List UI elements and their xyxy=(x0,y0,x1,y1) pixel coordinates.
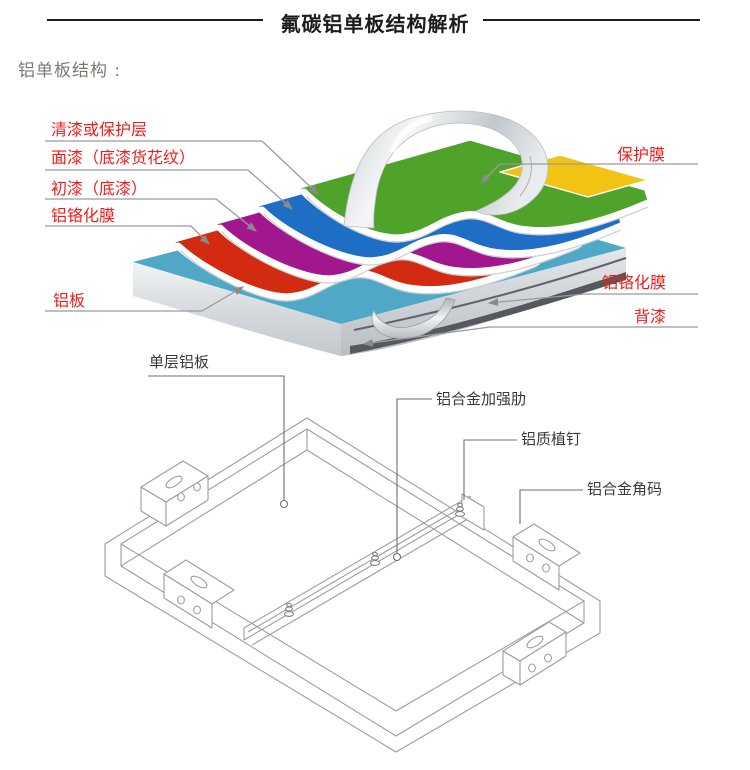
stud-1 xyxy=(283,602,295,617)
leader-rib xyxy=(396,398,432,553)
leader-primer-arrow xyxy=(215,198,258,232)
section-label: 铝单板结构 : xyxy=(18,61,122,81)
label-protective-film: 保护膜 xyxy=(617,145,666,164)
label-aluminium-plate: 铝板 xyxy=(53,291,86,310)
frame-leaders xyxy=(148,375,583,562)
tray-wall-verticals xyxy=(120,429,585,623)
label-top-coat: 面漆（底漆货花纹） xyxy=(51,148,196,167)
label-corner-bracket: 铝合金角码 xyxy=(587,480,663,498)
chromate-edge-line xyxy=(353,257,627,331)
leader-film-arrow xyxy=(480,163,501,184)
label-back-paint: 背漆 xyxy=(634,307,667,326)
leader-chromate-right-arrow xyxy=(487,293,586,307)
layer-stack-art xyxy=(133,110,652,356)
label-aluminium-stud: 铝质植钉 xyxy=(521,430,582,448)
tray-silhouette xyxy=(104,417,601,753)
corner-bracket-1 xyxy=(140,460,209,527)
leader-bracket xyxy=(519,489,583,524)
label-primer: 初漆（底漆） xyxy=(51,179,148,198)
backpaint-curl xyxy=(371,297,456,340)
leader-single-plate xyxy=(148,375,285,500)
leader-chromate-arrow xyxy=(190,225,210,245)
title-rule-left xyxy=(47,19,263,21)
leader-stud xyxy=(463,439,517,500)
label-chromate-film-left: 铝铬化膜 xyxy=(51,206,116,225)
peel-curl-blue xyxy=(258,206,625,265)
film-roll-line xyxy=(519,155,533,197)
leader-clearcoat-arrow xyxy=(261,140,319,195)
frame-art xyxy=(104,417,601,753)
corner-bracket-3 xyxy=(512,523,581,591)
page-title: 氟碳铝单板结构解析 xyxy=(280,12,470,36)
film-highlight xyxy=(389,115,433,154)
corner-bracket-2 xyxy=(163,559,235,629)
page-header: 氟碳铝单板结构解析 xyxy=(0,0,750,44)
leader-topcoat-arrow xyxy=(247,169,293,210)
layer-leaders xyxy=(45,140,698,347)
label-clear-coat: 清漆或保护层 xyxy=(51,120,148,139)
corner-bracket-4 xyxy=(502,621,567,686)
peel-curl-green xyxy=(300,188,652,242)
label-single-layer-plate: 单层铝板 xyxy=(149,353,210,371)
peel-curl-green-shadow xyxy=(305,195,649,243)
peel-curl-blue-shadow xyxy=(263,213,622,266)
leader-rib-dot xyxy=(392,552,402,562)
plate-left-face xyxy=(133,262,341,356)
label-reinforcement-rib: 铝合金加强肋 xyxy=(436,390,527,408)
leader-plate-arrow xyxy=(201,286,245,312)
title-rule-right xyxy=(483,19,700,21)
stud-2 xyxy=(369,551,381,566)
stud-3 xyxy=(454,502,466,517)
label-chromate-film-right: 铝铬化膜 xyxy=(602,273,667,292)
rib-lines xyxy=(243,495,479,646)
leader-backpaint-arrow xyxy=(362,326,491,347)
leader-single-plate-dot xyxy=(279,499,289,509)
